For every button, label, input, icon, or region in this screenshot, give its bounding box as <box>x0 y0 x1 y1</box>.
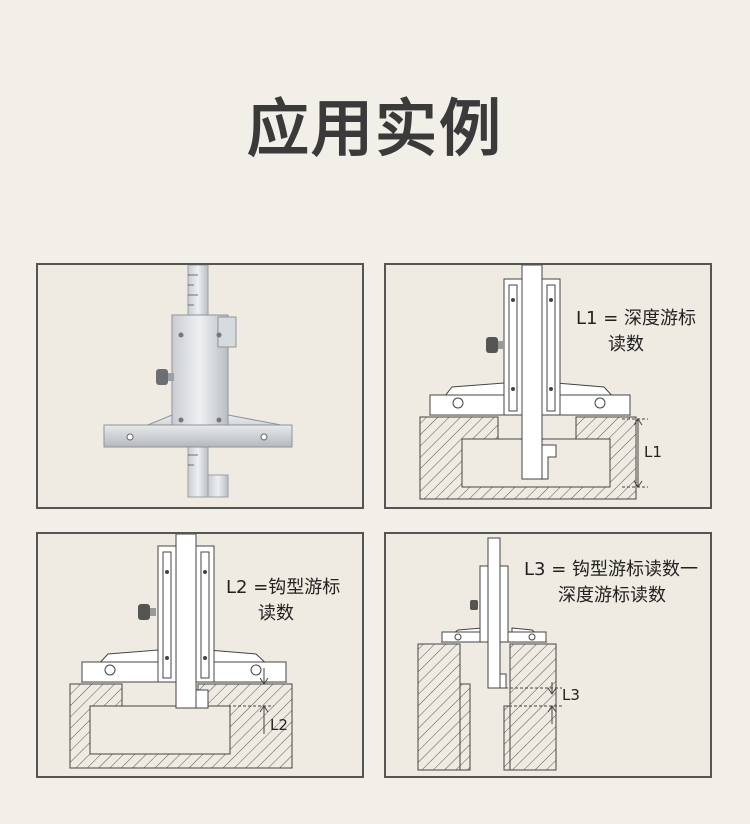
hook-diagram <box>69 534 293 769</box>
page-title: 应用实例 <box>246 92 503 165</box>
step-diagram <box>417 537 562 771</box>
step-label-line1: L3 = 钩型游标读数一 <box>524 559 699 580</box>
panel-photo <box>36 263 364 509</box>
depth-dim-label: L1 <box>644 443 662 461</box>
depth-gauge-photo <box>103 265 293 498</box>
step-dim-label: L3 <box>562 686 580 704</box>
hook-label-line2: 读数 <box>258 603 294 624</box>
depth-label-line1: L1 = 深度游标 <box>576 308 697 329</box>
depth-diagram <box>419 265 648 500</box>
step-label-line2: 深度游标读数 <box>558 585 666 606</box>
hook-label-line1: L2 =钩型游标 <box>226 577 341 598</box>
hook-dim-label: L2 <box>270 716 288 734</box>
panel-step: L3 = 钩型游标读数一 深度游标读数 L3 <box>384 532 712 778</box>
depth-label-line2: 读数 <box>608 334 644 355</box>
panel-hook: L2 =钩型游标 读数 L2 <box>36 532 364 778</box>
panel-depth: L1 = 深度游标 读数 L1 <box>384 263 712 509</box>
